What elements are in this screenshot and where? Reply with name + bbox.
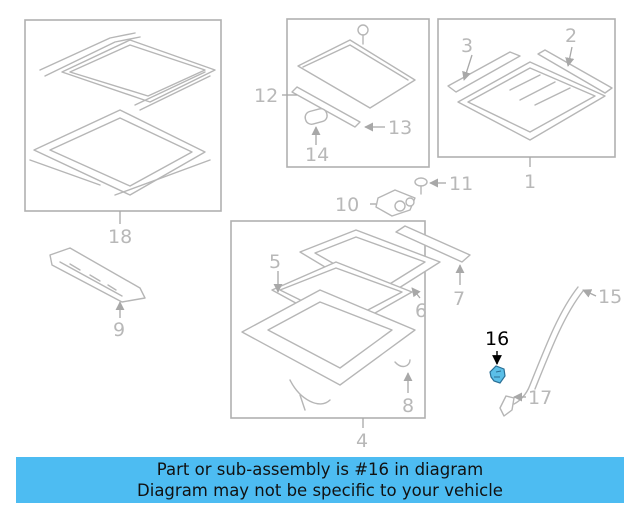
part-18-group: 18 [24, 19, 222, 248]
label-7: 7 [453, 288, 465, 310]
label-1: 1 [524, 171, 536, 193]
label-4: 4 [356, 430, 368, 452]
label-3: 3 [461, 35, 473, 57]
label-18: 18 [108, 226, 132, 248]
part-12-group: 12 13 14 [254, 18, 430, 168]
label-5: 5 [269, 251, 281, 273]
label-6: 6 [415, 300, 427, 322]
part-4-group: 5 6 7 8 4 [230, 220, 471, 452]
label-16: 16 [485, 328, 509, 350]
banner-line-2: Diagram may not be specific to your vehi… [137, 481, 503, 500]
part-18-box [24, 19, 222, 212]
part-12-box [286, 18, 430, 168]
banner-line-1: Part or sub-assembly is #16 in diagram [156, 460, 484, 479]
label-10: 10 [335, 194, 359, 216]
part-4-box [230, 220, 426, 419]
label-12: 12 [254, 85, 278, 107]
info-banner: Part or sub-assembly is #16 in diagram D… [16, 457, 624, 503]
part-10-11-group: 10 11 [335, 173, 473, 217]
label-11: 11 [449, 173, 473, 195]
label-14: 14 [305, 144, 329, 166]
part-1-box [437, 18, 616, 158]
part-1-group: 3 2 1 [437, 18, 616, 193]
label-9: 9 [113, 319, 125, 341]
part-16-group: 16 [485, 328, 509, 384]
label-8: 8 [402, 395, 414, 417]
part-17-group: 17 [499, 387, 552, 417]
label-2: 2 [565, 25, 577, 47]
part-9-group: 9 [49, 247, 146, 341]
label-17: 17 [528, 387, 552, 409]
label-15: 15 [598, 286, 622, 308]
part-16-highlight [489, 365, 506, 384]
label-13: 13 [388, 117, 412, 139]
